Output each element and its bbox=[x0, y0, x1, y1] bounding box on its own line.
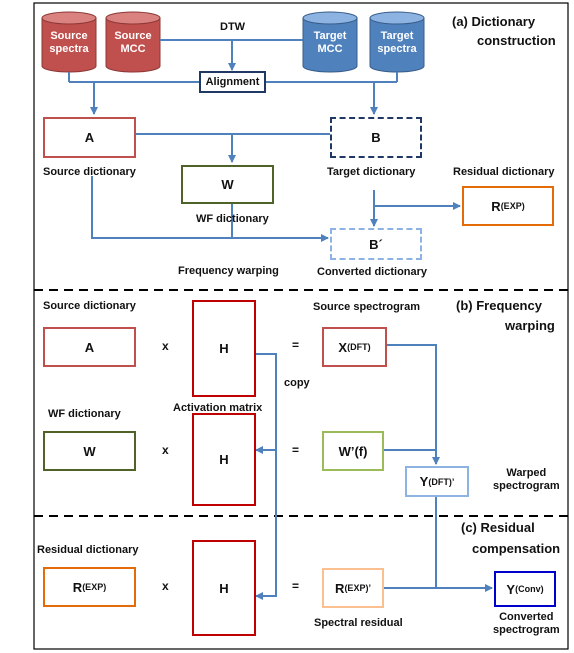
r-letter: R bbox=[491, 198, 501, 214]
equals-sign-3: = bbox=[292, 579, 300, 593]
cylinder-source-mcc-label[interactable]: Source MCC bbox=[106, 30, 160, 56]
cyl-line2: MCC bbox=[317, 43, 343, 55]
box-b-prime[interactable]: B´ bbox=[330, 228, 422, 260]
box-a[interactable]: A bbox=[43, 117, 136, 158]
section-b-title: (b) Frequency bbox=[456, 298, 542, 313]
cyl-line1: Target bbox=[313, 30, 347, 42]
cylinder-target-spectra bbox=[369, 11, 425, 73]
equals-sign-2: = bbox=[292, 443, 300, 457]
cyl-line2: spectra bbox=[377, 43, 417, 55]
wf-dictionary-label-b: WF dictionary bbox=[48, 408, 121, 420]
box-h-1[interactable]: H bbox=[192, 300, 256, 397]
y-sup: (DFT)’ bbox=[428, 476, 455, 487]
cyl-line1: Target bbox=[380, 30, 414, 42]
warped-line2: spectrogram bbox=[493, 480, 560, 492]
alignment-box[interactable]: Alignment bbox=[199, 71, 266, 93]
r2-letter: R bbox=[335, 580, 345, 596]
converted-line1: Converted bbox=[499, 611, 554, 623]
section-a-title: (a) Dictionary bbox=[452, 14, 536, 29]
section-c-subtitle: compensation bbox=[472, 541, 561, 556]
frequency-warping-label: Frequency warping bbox=[178, 265, 279, 277]
cyl-line2: MCC bbox=[120, 43, 146, 55]
box-h-3[interactable]: H bbox=[192, 540, 256, 636]
copy-arrow-2 bbox=[255, 450, 277, 600]
box-b[interactable]: B bbox=[330, 117, 422, 158]
box-a-b[interactable]: A bbox=[43, 327, 136, 367]
x-sup: (DFT) bbox=[347, 342, 371, 352]
box-w-prime-f[interactable]: W’(f) bbox=[322, 431, 384, 471]
cylinder-target-spectra-label[interactable]: Target spectra bbox=[370, 30, 424, 56]
section-b-subtitle: warping bbox=[505, 318, 555, 333]
x-letter: X bbox=[338, 339, 348, 355]
y-letter: Y bbox=[419, 474, 429, 489]
x-to-ywarp bbox=[387, 344, 440, 465]
box-w[interactable]: W bbox=[181, 165, 274, 204]
cylinder-source-spectra-label[interactable]: Source spectra bbox=[42, 30, 96, 56]
equals-sign-1: = bbox=[292, 338, 300, 352]
box-y-dft-warped[interactable]: Y(DFT)’ bbox=[405, 466, 469, 497]
cyl-line1: Source bbox=[114, 30, 152, 42]
r-sup: (EXP) bbox=[500, 201, 525, 211]
converted-line2: spectrogram bbox=[493, 624, 560, 636]
box-r-exp-c[interactable]: R(EXP) bbox=[43, 567, 136, 607]
dtw-label: DTW bbox=[220, 21, 246, 33]
yconv-sup: (Conv) bbox=[515, 584, 544, 594]
r-letter-c: R bbox=[72, 579, 83, 595]
box-x-dft[interactable]: X(DFT) bbox=[322, 327, 387, 367]
cyl-line2: spectra bbox=[49, 43, 89, 55]
r2-sup: (EXP)’ bbox=[344, 583, 371, 593]
cylinder-source-mcc bbox=[105, 11, 161, 73]
cylinder-target-mcc bbox=[302, 11, 358, 73]
copy-arrow-1 bbox=[255, 353, 277, 454]
spectral-residual-label: Spectral residual bbox=[314, 617, 403, 629]
times-sign-3: x bbox=[162, 579, 169, 593]
r-sup-c: (EXP) bbox=[82, 582, 107, 592]
box-r-exp[interactable]: R(EXP) bbox=[462, 186, 554, 226]
converted-dictionary-label: Converted dictionary bbox=[317, 266, 428, 278]
residual-dictionary-label-top: Residual dictionary bbox=[453, 166, 555, 178]
residual-dictionary-label-c: Residual dictionary bbox=[37, 544, 139, 556]
wf-dictionary-label: WF dictionary bbox=[196, 213, 269, 225]
target-dictionary-label: Target dictionary bbox=[327, 166, 416, 178]
cylinder-target-mcc-label[interactable]: Target MCC bbox=[303, 30, 357, 56]
activation-matrix-label: Activation matrix bbox=[173, 402, 263, 414]
copy-label: copy bbox=[284, 377, 310, 389]
outer-border bbox=[33, 2, 569, 650]
times-sign-1: x bbox=[162, 339, 169, 353]
yconv-letter: Y bbox=[506, 581, 516, 597]
cyl-line1: Source bbox=[50, 30, 88, 42]
w-prime-f-text: W’(f) bbox=[338, 443, 368, 459]
source-dictionary-label-b: Source dictionary bbox=[43, 300, 136, 312]
box-h-2[interactable]: H bbox=[192, 413, 256, 506]
warped-line1: Warped bbox=[506, 467, 547, 479]
times-sign-2: x bbox=[162, 443, 169, 457]
warped-spectrogram-label: Warped spectrogram bbox=[493, 467, 560, 493]
box-w-b[interactable]: W bbox=[43, 431, 136, 471]
source-dictionary-label: Source dictionary bbox=[43, 166, 136, 178]
box-y-conv[interactable]: Y(Conv) bbox=[494, 571, 556, 607]
section-c-title: (c) Residual bbox=[461, 520, 535, 535]
a-to-bprime bbox=[91, 176, 329, 242]
source-spectrogram-label: Source spectrogram bbox=[313, 301, 420, 313]
section-a-subtitle: construction bbox=[477, 33, 556, 48]
cylinder-source-spectra bbox=[41, 11, 97, 73]
converted-spectrogram-label: Converted spectrogram bbox=[493, 611, 560, 637]
box-r-exp-prime[interactable]: R(EXP)’ bbox=[322, 568, 384, 608]
